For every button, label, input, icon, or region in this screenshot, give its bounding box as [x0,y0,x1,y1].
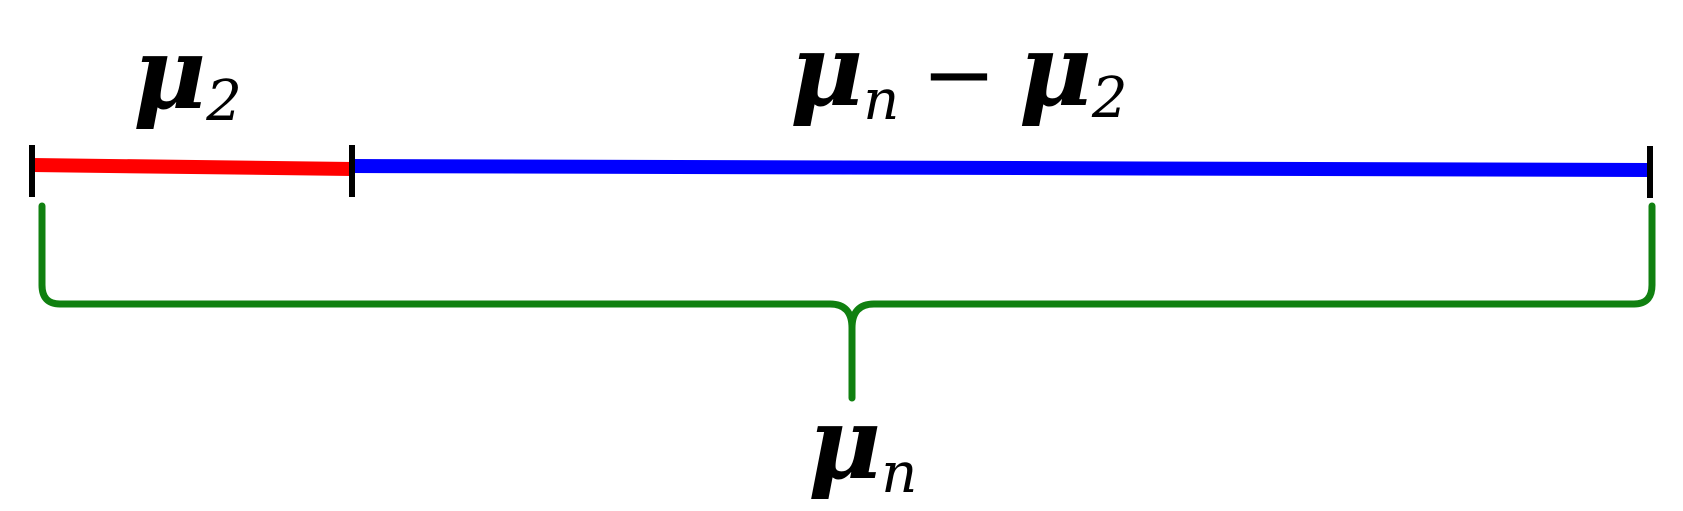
label-diff-mu-symbol: μ [790,11,863,129]
label-diff-minus: − [921,22,996,127]
label-diff-two-subscript: 2 [1091,66,1128,131]
brace-total [38,202,1656,402]
segment-mu-2 [31,158,353,176]
label-mu-n: μn [808,384,917,506]
label-mu-n-subscript: n [881,441,917,506]
label-mu-2-symbol: μ [133,14,206,132]
label-mu-2: μ2 [133,14,242,134]
label-mu-2-subscript: 2 [205,69,242,134]
label-mu-n-minus-mu-2: μn−μ2 [790,11,1128,133]
label-mu-n-symbol: μ [808,384,881,502]
label-diff-mu-symbol-second: μ [1019,11,1092,129]
label-diff-n-subscript: n [863,68,899,133]
segment-mu-n-minus-mu-2 [351,159,1651,177]
